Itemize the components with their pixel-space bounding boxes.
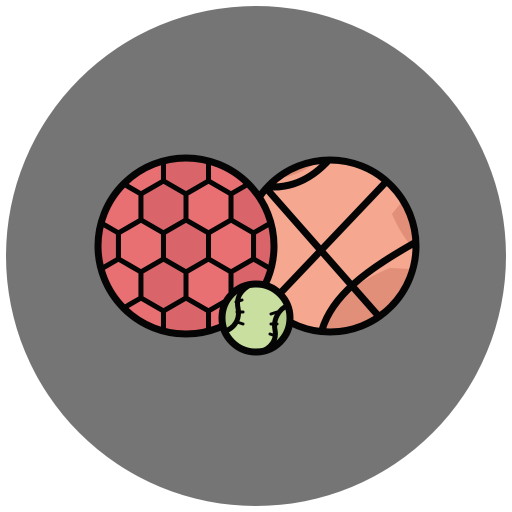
- soccer-ball-hex-patch: [251, 217, 274, 275]
- tennis-ball-icon: [218, 280, 294, 356]
